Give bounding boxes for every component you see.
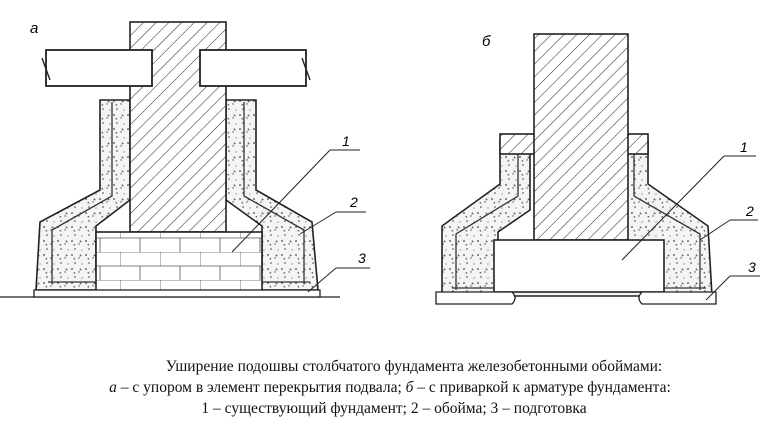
callout-1-b: 1 (740, 139, 748, 155)
callout-1-a: 1 (342, 133, 350, 149)
callout-3-a: 3 (358, 250, 366, 266)
leader-1-b (621, 155, 725, 261)
existing-footing-a (95, 231, 263, 295)
foundation-diagram: а 1 2 3 б 1 2 3 (0, 20, 760, 305)
caption-b-text: – с приваркой к арматуре фундамента: (413, 379, 671, 396)
floor-slab-left-a (45, 49, 153, 87)
rebar-left-b (455, 146, 519, 290)
leader-1-a (231, 149, 331, 253)
caption-legend: 1 – существующий фундамент; 2 – обойма; … (201, 400, 587, 417)
caption-a-text: – с упором в элемент перекрытия подвала; (116, 379, 406, 396)
leader-3-b (705, 275, 731, 301)
rebar-right-b (633, 146, 701, 290)
leader-3-a (307, 267, 337, 293)
caption-b-letter: б (405, 379, 414, 396)
base-prep-b-right (638, 291, 717, 305)
callout-2-a: 2 (349, 194, 358, 210)
callout-3-b: 3 (748, 259, 756, 275)
floor-slab-right-a (199, 49, 307, 87)
column-b (533, 33, 629, 241)
panel-b: б 1 2 3 (435, 33, 760, 305)
rebar-right-a (243, 102, 305, 284)
caption-title: Уширение подошвы столбчатого фундамента … (165, 358, 663, 375)
callout-2-b: 2 (745, 203, 754, 219)
existing-footing-b (493, 239, 665, 293)
panel-a: а 1 2 3 (0, 20, 370, 298)
caption-variants: а – с упором в элемент перекрытия подвал… (0, 377, 768, 398)
rebar-left-a (51, 102, 113, 284)
caption-a-letter: а (109, 379, 117, 396)
panel-label-b: б (482, 33, 491, 50)
leader-2-a (299, 211, 337, 235)
figure-caption: Уширение подошвы столбчатого фундамента … (0, 356, 768, 419)
leader-2-b (699, 219, 731, 241)
base-prep-a (33, 289, 321, 298)
panel-label-a: а (30, 20, 38, 37)
base-prep-b-left (435, 291, 516, 305)
